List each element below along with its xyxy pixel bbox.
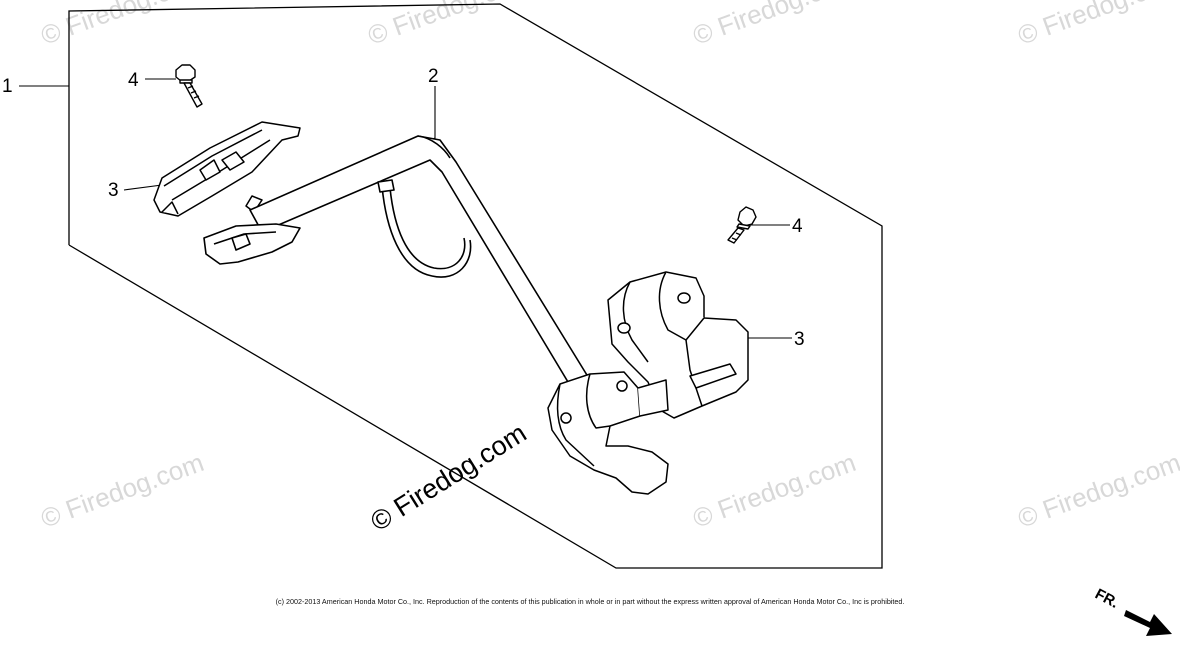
- bolt-right: [727, 206, 757, 244]
- copyright-notice: (c) 2002-2013 American Honda Motor Co., …: [275, 597, 905, 606]
- watermark-text: © Firedog.com: [1014, 0, 1180, 51]
- label-bracket-right: 3: [794, 329, 805, 350]
- label-bracket-left: 3: [108, 180, 119, 201]
- label-bolt-right: 4: [792, 216, 803, 237]
- label-bolt-left: 4: [128, 70, 139, 91]
- watermark-text: © Firedog.com: [364, 0, 535, 51]
- watermark-text: © Firedog.com: [37, 447, 208, 534]
- watermark-text: © Firedog.com: [37, 0, 208, 51]
- bracket-left: [153, 121, 301, 217]
- watermark-text: © Firedog.com: [1014, 447, 1180, 534]
- label-assembly: 1: [2, 76, 13, 97]
- leader-lines: [19, 78, 792, 339]
- label-main-bar: 2: [428, 66, 439, 87]
- main-bar: [203, 135, 591, 393]
- bar-foot-bracket: [547, 371, 669, 495]
- bolt-left: [175, 64, 203, 108]
- watermark-center: © Firedog.com: [365, 418, 531, 537]
- assembly-outline: [68, 3, 883, 569]
- front-direction-indicator: FR.: [1092, 586, 1172, 636]
- bracket-right: [607, 271, 749, 419]
- watermark-text: © Firedog.com: [689, 447, 860, 534]
- arrow-down-right-icon: [1124, 610, 1172, 636]
- watermark-text: © Firedog.com: [689, 0, 860, 51]
